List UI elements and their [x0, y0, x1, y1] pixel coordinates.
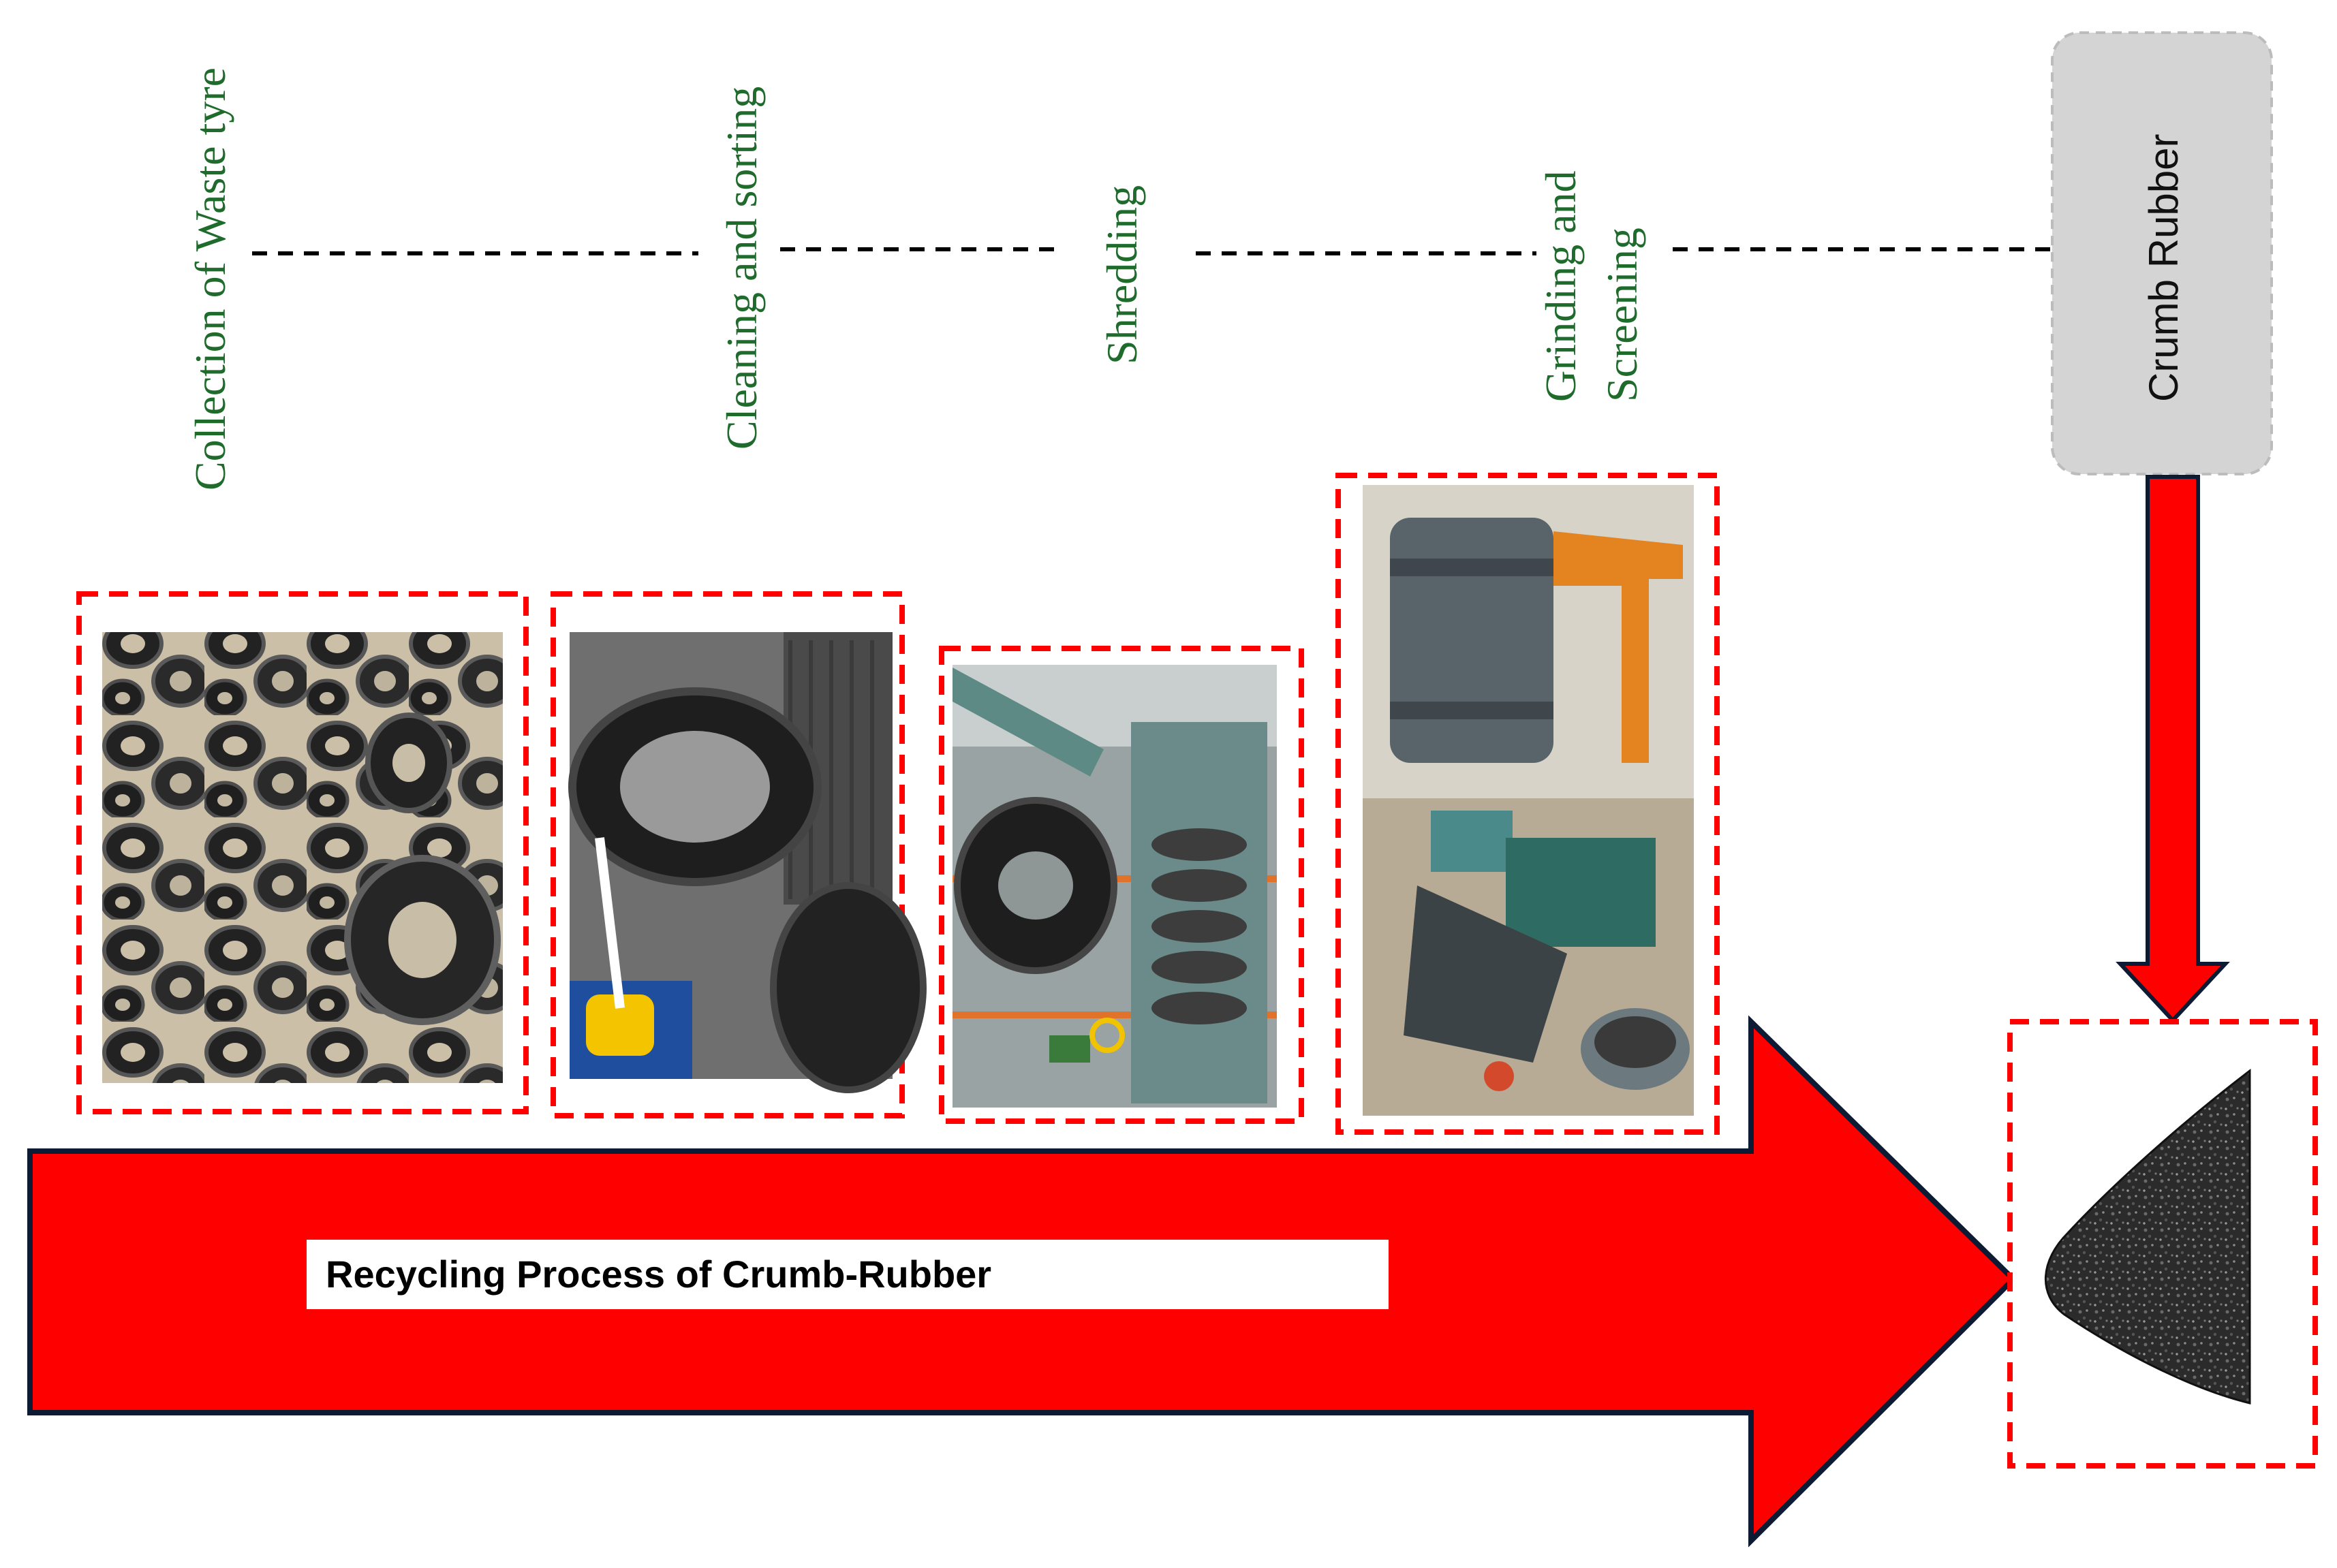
banner-label-box — [307, 1240, 1389, 1309]
step-connector — [252, 247, 2051, 255]
grinding-and-screening-machines-photo — [1363, 485, 1694, 1116]
step-label-shredding: Shredding — [1098, 185, 1146, 364]
banner-label: Recycling Process of Crumb-Rubber — [326, 1253, 991, 1296]
crumb-rubber-box — [2051, 31, 2273, 475]
down-arrow — [2116, 475, 2230, 1024]
crumb-rubber-heap-photo — [2044, 1068, 2251, 1405]
step-label-collection: Collection of Waste tyre — [186, 67, 234, 490]
step-label-cleaning: Cleaning and sorting — [717, 87, 766, 450]
pile-of-waste-tyres-photo — [102, 632, 503, 1083]
crumb-rubber-label: Crumb Rubber — [2141, 134, 2186, 403]
step-label-grinding: Grinding and — [1536, 171, 1585, 403]
step-label-screening: Screening — [1598, 228, 1646, 402]
washing-tyre-photo — [568, 632, 927, 1093]
tyre-shredder-machine-photo — [953, 665, 1277, 1108]
